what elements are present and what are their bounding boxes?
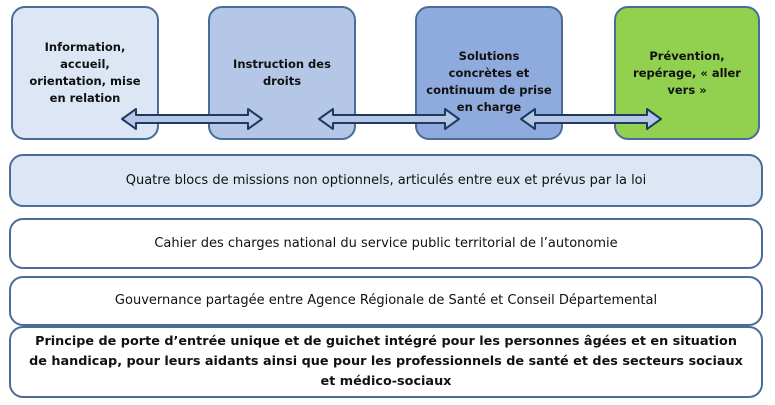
single-entry-principle-text: Principe de porte d’entrée unique et de … [29,334,743,389]
double-arrow-icon [520,108,662,130]
mission-box-information: Information, accueil, orientation, mise … [11,6,159,140]
single-entry-principle-band: Principe de porte d’entrée unique et de … [9,326,763,398]
double-arrow-icon [121,108,263,130]
governance-band: Gouvernance partagée entre Agence Région… [9,276,763,326]
governance-band-text: Gouvernance partagée entre Agence Région… [114,293,658,308]
mission-label-solutions: Solutions concrètes et continuum de pris… [426,49,552,114]
mission-label-instruction: Instruction des droits [233,57,331,88]
specifications-band: Cahier des charges national du service p… [9,218,763,269]
double-arrow-icon [318,108,460,130]
missions-band: Quatre blocs de missions non optionnels,… [9,154,763,207]
mission-label-information: Information, accueil, orientation, mise … [29,40,141,105]
mission-label-prevention: Prévention, repérage, « aller vers » [633,48,741,97]
specifications-band-text: Cahier des charges national du service p… [154,235,618,251]
missions-band-text: Quatre blocs de missions non optionnels,… [125,172,647,188]
